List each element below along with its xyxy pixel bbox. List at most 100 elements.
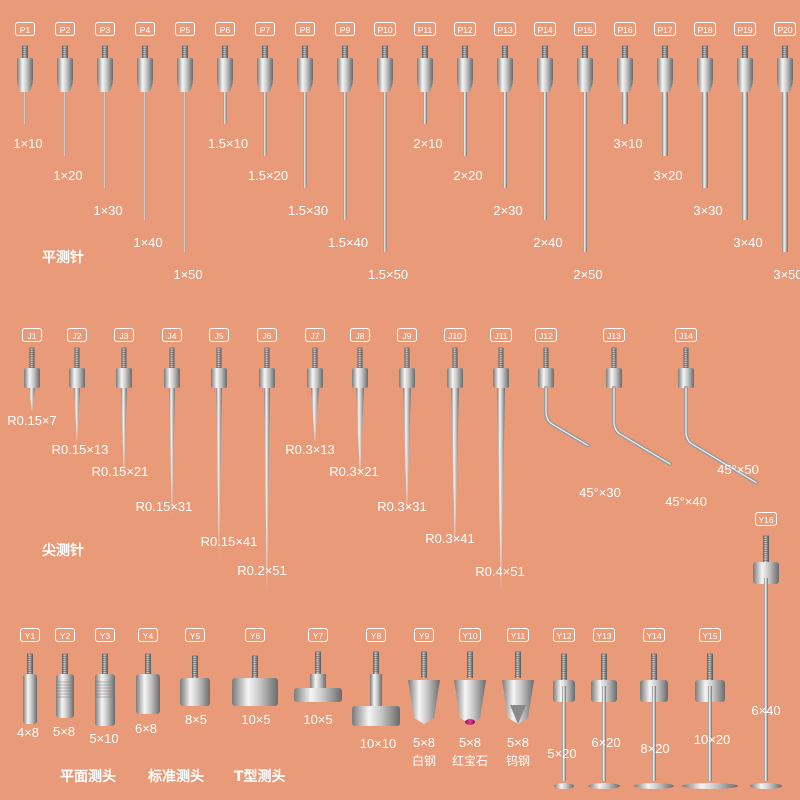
head-code-y11: Y11 <box>507 628 529 642</box>
pointed-probe-j13 <box>606 347 672 466</box>
head-y7 <box>294 651 342 702</box>
flat-probe-code-p17: P17 <box>654 22 676 36</box>
pointed-probe-j7 <box>307 347 323 443</box>
head-y1 <box>23 653 37 724</box>
head-code-y1: Y1 <box>20 628 40 642</box>
head-size-y6: 10×5 <box>241 712 271 727</box>
head-size-y4: 6×8 <box>134 721 158 736</box>
flat-probe-size-p4: 1×40 <box>133 235 163 250</box>
pointed-probe-j14 <box>678 347 758 485</box>
flat-probe-size-p6: 1.5×10 <box>207 136 249 151</box>
flat-probe-code-p10: P10 <box>374 22 396 36</box>
pointed-probe-j5 <box>211 347 227 558</box>
flat-probe-code-p2: P2 <box>55 22 75 36</box>
head-y4 <box>136 653 160 714</box>
pointed-probe-j9 <box>399 347 415 513</box>
pointed-probe-j3 <box>116 347 132 478</box>
head-code-y9: Y9 <box>414 628 434 642</box>
flat-probe-p5 <box>177 45 193 252</box>
flat-probe-code-p5: P5 <box>175 22 195 36</box>
head-y9 <box>408 651 440 724</box>
flat-probe-code-p1: P1 <box>15 22 35 36</box>
flat-probe-code-p18: P18 <box>694 22 716 36</box>
head-code-y2: Y2 <box>55 628 75 642</box>
head-y2 <box>56 653 74 718</box>
pointed-probe-j4 <box>164 347 180 518</box>
pointed-probe-size-j7: R0.3×13 <box>285 442 335 457</box>
pointed-probe-group-label: 尖测针 <box>42 543 84 559</box>
head-y6 <box>232 655 278 706</box>
flat-probe-size-p15: 2×50 <box>573 267 603 282</box>
pointed-probe-j6 <box>259 347 275 596</box>
head-y16 <box>750 535 782 789</box>
head-material-y9: 白钢 <box>411 754 437 768</box>
flat-probe-size-p5: 1×50 <box>173 267 203 282</box>
head-code-y5: Y5 <box>185 628 205 642</box>
flat-probe-p15 <box>577 45 593 252</box>
head-y15 <box>682 653 738 789</box>
pointed-probe-size-j8: R0.3×21 <box>329 464 379 479</box>
flat-probe-code-p15: P15 <box>574 22 596 36</box>
pointed-probe-code-j4: J4 <box>162 328 182 342</box>
head-material-y11: 钨钢 <box>505 754 531 768</box>
head-code-y13: Y13 <box>593 628 615 642</box>
pointed-probe-size-j2: R0.15×13 <box>51 442 109 457</box>
flat-probe-size-p16: 3×10 <box>613 136 643 151</box>
head-y12 <box>553 653 575 789</box>
pointed-probe-size-j11: R0.4×51 <box>475 564 525 579</box>
flat-probe-p1 <box>17 45 33 124</box>
head-size-y13: 6×20 <box>591 735 621 750</box>
flat-probe-size-p17: 3×20 <box>653 168 683 183</box>
flat-probe-p11 <box>417 45 433 124</box>
pointed-probe-size-j10: R0.3×41 <box>425 531 475 546</box>
flat-probe-size-p7: 1.5×20 <box>247 168 289 183</box>
flat-probe-size-p20: 3×50 <box>773 267 800 282</box>
head-material-y10: 红宝石 <box>451 754 489 768</box>
pointed-probe-code-j13: J13 <box>603 328 625 342</box>
pointed-probe-code-j8: J8 <box>350 328 370 342</box>
flat-probe-code-p14: P14 <box>534 22 556 36</box>
head-size-y3: 5×10 <box>89 731 119 746</box>
pointed-probe-code-j12: J12 <box>535 328 557 342</box>
pointed-probe-size-j13: 45°×40 <box>665 494 707 509</box>
flat-probe-code-p13: P13 <box>494 22 516 36</box>
flat-probe-size-p2: 1×20 <box>53 168 83 183</box>
head-code-y3: Y3 <box>95 628 115 642</box>
flat-probe-code-p12: P12 <box>454 22 476 36</box>
pointed-probe-size-j14: 45°×50 <box>717 462 759 477</box>
pointed-probe-code-j5: J5 <box>209 328 229 342</box>
flat-probe-p10 <box>377 45 393 252</box>
head-code-y14: Y14 <box>643 628 665 642</box>
flat-probe-group-label: 平测针 <box>42 250 84 266</box>
pointed-probe-code-j14: J14 <box>675 328 697 342</box>
pointed-probe-code-j10: J10 <box>444 328 466 342</box>
flat-probe-p13 <box>497 45 513 188</box>
pointed-probe-j2 <box>69 347 85 443</box>
head-size-y12: 5×20 <box>547 746 577 761</box>
flat-probe-size-p10: 1.5×50 <box>367 267 409 282</box>
flat-probe-code-p9: P9 <box>335 22 355 36</box>
head-y11 <box>502 651 534 724</box>
pointed-probe-j11 <box>493 347 509 593</box>
head-y10 <box>454 651 486 725</box>
flat-probe-p9 <box>337 45 353 220</box>
flat-probe-p4 <box>137 45 153 220</box>
flat-probe-p7 <box>257 45 273 156</box>
pointed-probe-size-j6: R0.2×51 <box>237 563 287 578</box>
head-code-y8: Y8 <box>366 628 386 642</box>
flat-probe-size-p1: 1×10 <box>13 136 43 151</box>
flat-probe-p12 <box>457 45 473 156</box>
head-y14 <box>634 653 674 789</box>
standard-head-group-label: 标准测头 <box>148 769 204 785</box>
head-size-y15: 10×20 <box>693 732 731 747</box>
head-y13 <box>588 653 620 789</box>
pointed-probe-j12 <box>538 347 590 448</box>
flat-probe-size-p13: 2×30 <box>493 203 523 218</box>
head-size-y11: 5×8 <box>506 735 530 750</box>
head-code-y7: Y7 <box>308 628 328 642</box>
pointed-probe-code-j11: J11 <box>490 328 512 342</box>
flat-probe-size-p19: 3×40 <box>733 235 763 250</box>
pointed-probe-size-j4: R0.15×31 <box>135 499 193 514</box>
pointed-probe-code-j6: J6 <box>257 328 277 342</box>
pointed-probe-size-j12: 45°×30 <box>579 485 621 500</box>
